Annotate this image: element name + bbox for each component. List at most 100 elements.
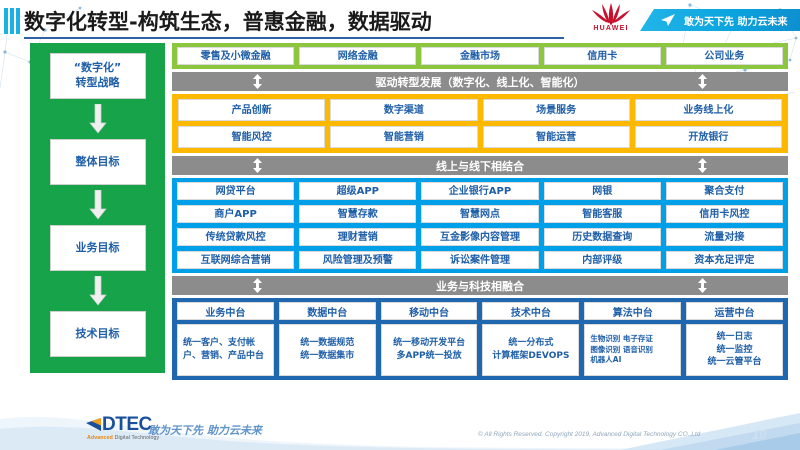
connector-label: 线上与线下相结合	[436, 159, 524, 173]
sidebar-item-overall-goal[interactable]: 整体目标	[49, 139, 146, 185]
business-line-item[interactable]: 金融市场	[421, 47, 539, 65]
platform-detail: 统一数据规范 统一数据集市	[278, 324, 376, 376]
channel-item[interactable]: 流量对接	[665, 228, 784, 246]
title-underline	[24, 37, 564, 39]
channels-row-2: 商户APP 智慧存款 智慧网点 智能客服 信用卡风控	[177, 205, 784, 223]
platform-column-business: 业务中台 统一客户、支付帐户、营销、产品中台	[177, 302, 274, 376]
page-number: 10	[752, 427, 767, 442]
platform-title[interactable]: 数据中台	[278, 302, 376, 320]
connector-label: 驱动转型发展（数字化、线上化、智能化）	[375, 75, 585, 89]
connector-label: 业务与科技相融合	[436, 279, 524, 293]
channel-item[interactable]: 智能客服	[543, 205, 661, 223]
platform-column-algorithm: 算法中台 生物识别 电子存证 图像识别 语音识别 机器人AI	[584, 302, 682, 376]
channel-item[interactable]: 理财营销	[299, 228, 417, 246]
business-lines-band: 零售及小微金融 网络金融 金融市场 信用卡 公司业务	[172, 43, 788, 69]
channels-band: 网贷平台 超级APP 企业银行APP 网银 聚合支付 商户APP 智慧存款 智慧…	[172, 178, 788, 273]
sidebar-item-strategy[interactable]: “数字化” 转型战略	[49, 53, 146, 99]
slide-header: 数字化转型-构筑生态，普惠金融，数据驱动 HUAWEI 敢为天下先 助力云未来	[0, 0, 800, 40]
channel-item[interactable]: 传统贷款风控	[177, 228, 295, 246]
channel-item[interactable]: 资本充足评定	[665, 251, 784, 269]
page-title: 数字化转型-构筑生态，普惠金融，数据驱动	[24, 10, 432, 34]
channels-row-4: 互联网综合营销 风险管理及预警 诉讼案件管理 内部评级 资本充足评定	[177, 251, 784, 269]
arrow-down-icon	[88, 104, 107, 134]
channel-item[interactable]: 互金影像内容管理	[421, 228, 539, 246]
arrow-up-down-icon	[698, 74, 707, 89]
business-line-item[interactable]: 信用卡	[543, 47, 661, 65]
platform-title[interactable]: 算法中台	[584, 302, 682, 320]
arrow-down-icon	[88, 276, 107, 306]
dtec-tagline-bold: Advanced	[87, 435, 113, 441]
slide-footer: DTEC Advanced Digital Technology 敢为天下先 助…	[0, 405, 800, 450]
channel-item[interactable]: 网银	[543, 182, 661, 200]
transformation-item[interactable]: 数字渠道	[330, 99, 478, 121]
copyright-text: © All Rights Reserved. Copyright 2019, A…	[478, 431, 701, 438]
transformation-item[interactable]: 开放银行	[634, 126, 782, 148]
channel-item[interactable]: 内部评级	[543, 251, 661, 269]
business-line-item[interactable]: 网络金融	[299, 47, 417, 65]
channel-item[interactable]: 互联网综合营销	[177, 251, 295, 269]
paper-plane-icon	[661, 14, 675, 26]
connector-business-technology: 业务与科技相融合	[172, 276, 788, 295]
transformation-item[interactable]: 智能运营	[482, 126, 630, 148]
channel-item[interactable]: 智慧存款	[299, 205, 417, 223]
business-lines-row: 零售及小微金融 网络金融 金融市场 信用卡 公司业务	[177, 47, 784, 65]
channel-item[interactable]: 网贷平台	[177, 182, 295, 200]
dtec-wordmark: DTEC	[102, 414, 152, 435]
platform-column-data: 数据中台 统一数据规范 统一数据集市	[278, 302, 376, 376]
business-line-item[interactable]: 零售及小微金融	[177, 47, 295, 65]
transformation-item[interactable]: 智能风控	[178, 126, 326, 148]
dtec-tagline: Advanced Digital Technology	[87, 435, 180, 441]
platform-detail: 统一移动开发平台 多APP统一投放	[380, 324, 478, 376]
arrow-up-down-icon	[253, 158, 262, 173]
huawei-flower-icon	[592, 3, 630, 25]
arrow-down-icon	[88, 190, 107, 220]
business-line-item[interactable]: 公司业务	[665, 47, 784, 65]
transformation-item[interactable]: 产品创新	[178, 99, 326, 121]
channel-item[interactable]: 企业银行APP	[421, 182, 539, 200]
channel-item[interactable]: 风险管理及预警	[299, 251, 417, 269]
strategy-sidebar: “数字化” 转型战略 整体目标 业务目标 技术目标	[30, 43, 165, 373]
channel-item[interactable]: 聚合支付	[665, 182, 784, 200]
platform-columns: 业务中台 统一客户、支付帐户、营销、产品中台 数据中台 统一数据规范 统一数据集…	[177, 302, 783, 376]
platform-title[interactable]: 运营中台	[686, 302, 783, 320]
channels-row-3: 传统贷款风控 理财营销 互金影像内容管理 历史数据查询 流量对接	[177, 228, 784, 246]
platforms-band: 业务中台 统一客户、支付帐户、营销、产品中台 数据中台 统一数据规范 统一数据集…	[172, 298, 788, 380]
connector-online-offline: 线上与线下相结合	[172, 156, 788, 175]
diagram-columns: 零售及小微金融 网络金融 金融市场 信用卡 公司业务 驱动转型发展（数字化、线上…	[172, 43, 788, 380]
platform-detail: 统一分布式 计算框架DEVOPS	[482, 324, 580, 376]
platform-detail: 统一日志 统一监控 统一云管平台	[686, 324, 783, 376]
huawei-logo: HUAWEI	[585, 2, 637, 38]
platform-title[interactable]: 业务中台	[177, 302, 274, 320]
channel-item[interactable]: 超级APP	[299, 182, 417, 200]
diagram-stage: “数字化” 转型战略 整体目标 业务目标 技术目标 零售及小微金融 网络金融 金…	[0, 40, 800, 405]
sidebar-item-business-goal[interactable]: 业务目标	[49, 225, 146, 271]
footer-wave-decoration	[0, 413, 800, 450]
arrow-up-down-icon	[253, 74, 262, 89]
arrow-up-down-icon	[698, 278, 707, 293]
transformation-item[interactable]: 业务线上化	[634, 99, 782, 121]
transformation-item[interactable]: 场景服务	[482, 99, 630, 121]
channel-item[interactable]: 智慧网点	[421, 205, 539, 223]
transformation-item[interactable]: 智能营销	[330, 126, 478, 148]
dtec-arrow-icon	[86, 418, 101, 431]
sidebar-item-technology-goal[interactable]: 技术目标	[49, 311, 146, 357]
connector-drive-transformation: 驱动转型发展（数字化、线上化、智能化）	[172, 72, 788, 91]
channel-item[interactable]: 诉讼案件管理	[421, 251, 539, 269]
header-banner-text: 敢为天下先 助力云未来	[684, 17, 788, 28]
platform-detail: 生物识别 电子存证 图像识别 语音识别 机器人AI	[584, 324, 682, 376]
platform-title[interactable]: 技术中台	[482, 302, 580, 320]
platform-title[interactable]: 移动中台	[380, 302, 478, 320]
channel-item[interactable]: 商户APP	[177, 205, 295, 223]
channels-row-1: 网贷平台 超级APP 企业银行APP 网银 聚合支付	[177, 182, 784, 200]
platform-column-mobile: 移动中台 统一移动开发平台 多APP统一投放	[380, 302, 478, 376]
transformation-band: 产品创新 数字渠道 场景服务 业务线上化 智能风控 智能营销 智能运营 开放银行	[172, 94, 788, 153]
dtec-logo-row: DTEC	[85, 415, 180, 434]
transformation-row-2: 智能风控 智能营销 智能运营 开放银行	[178, 126, 782, 148]
channel-item[interactable]: 信用卡风控	[665, 205, 784, 223]
huawei-wordmark: HUAWEI	[593, 25, 629, 32]
channel-item[interactable]: 历史数据查询	[543, 228, 661, 246]
header-banner: 敢为天下先 助力云未来	[640, 9, 800, 31]
header-accent-bars-icon	[4, 8, 20, 34]
platform-column-technology: 技术中台 统一分布式 计算框架DEVOPS	[482, 302, 580, 376]
dtec-tagline-rest: Digital Technology	[113, 435, 160, 441]
